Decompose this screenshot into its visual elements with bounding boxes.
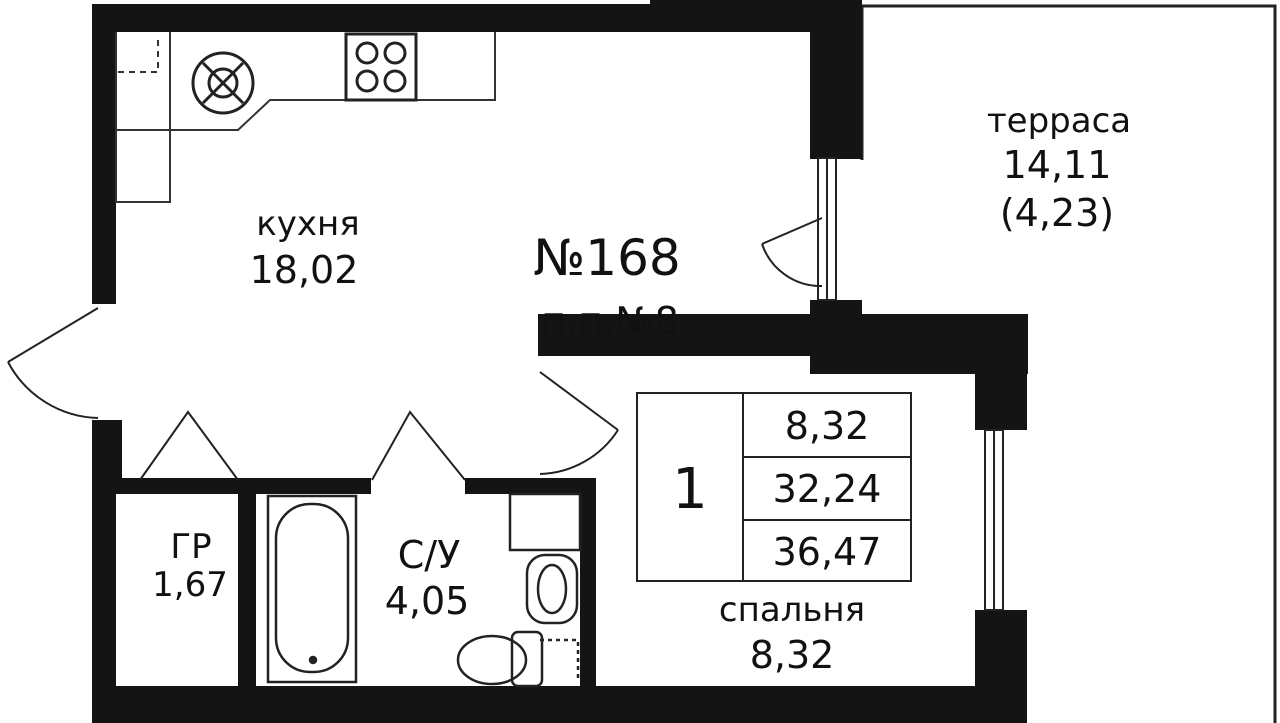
kitchen-name: кухня (256, 204, 359, 244)
wardrobe-area: 1,67 (152, 565, 228, 605)
bedroom-area: 8,32 (750, 633, 835, 677)
kitchen-counter (115, 32, 496, 203)
door-bedroom (539, 371, 619, 475)
door-terrace (761, 217, 823, 288)
terrace-name: терраса (987, 101, 1131, 141)
stove-icon (344, 32, 418, 102)
walls (92, 0, 1028, 723)
terrace-area-reduced: (4,23) (1000, 191, 1114, 235)
apartment-number: №168 (533, 229, 680, 287)
lot-number: п.п.№8 (541, 299, 679, 343)
window-bedroom (984, 429, 1004, 611)
wardrobe-name: ГР (170, 527, 211, 567)
area-table (636, 392, 912, 582)
room-count: 1 (672, 457, 708, 522)
toilet-icon (456, 630, 580, 688)
kitchen-area: 18,02 (250, 248, 359, 292)
area-total-with-terrace: 36,47 (773, 530, 882, 574)
area-living: 8,32 (785, 404, 870, 448)
window-kitchen (817, 157, 837, 301)
bathroom-name: С/У (398, 533, 461, 577)
bathtub-icon (266, 494, 358, 684)
washbasin-icon (508, 492, 582, 625)
area-total: 32,24 (773, 467, 882, 511)
bedroom-name: спальня (719, 590, 865, 630)
door-entrance (7, 307, 99, 419)
door-bathroom (371, 410, 466, 481)
bathroom-area: 4,05 (385, 579, 470, 623)
sink-icon (191, 51, 255, 115)
door-wardrobe (139, 410, 239, 481)
terrace-area: 14,11 (1003, 143, 1112, 187)
